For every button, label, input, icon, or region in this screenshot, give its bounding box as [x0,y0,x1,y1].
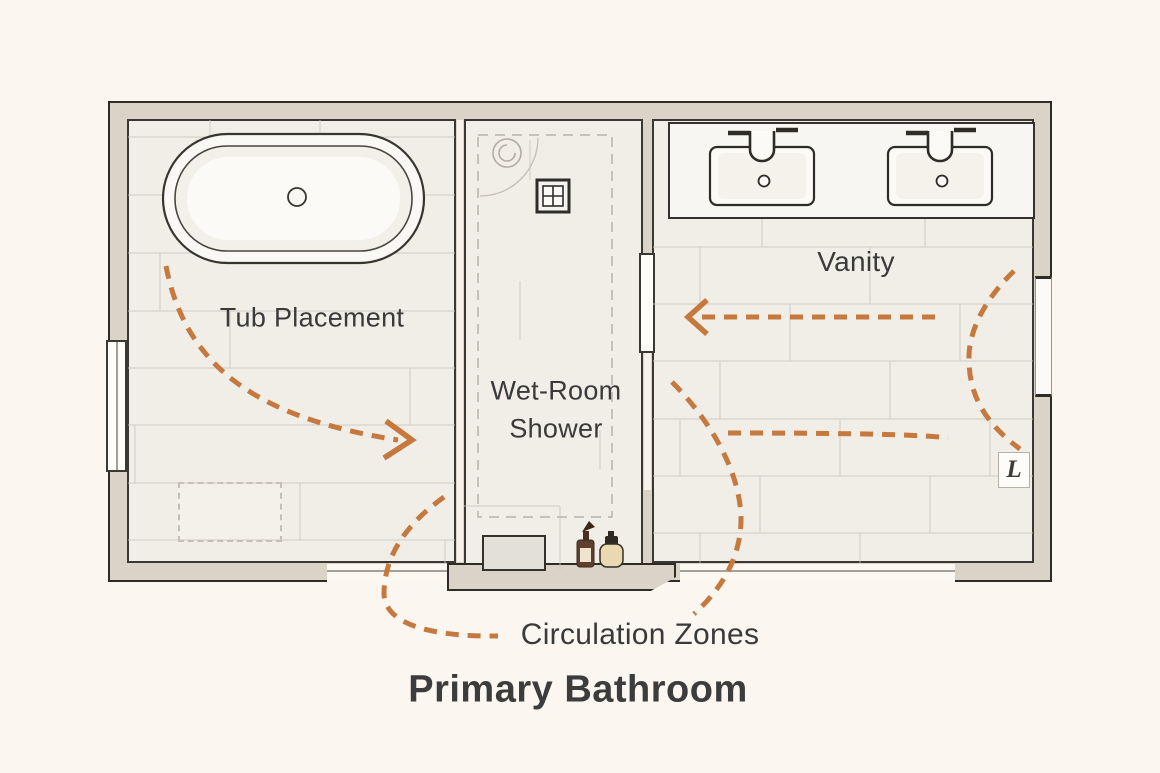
window-right-wall [1035,276,1052,397]
tub-room [127,119,456,563]
page-title: Primary Bathroom [408,668,748,711]
vanity-counter [668,122,1035,219]
door-opening-tub-room [327,564,447,582]
shower-label-line2: Shower [509,414,603,444]
partition-wall-upper [644,120,651,253]
corner-l-marker: L [998,452,1030,488]
circulation-zones-label: Circulation Zones [520,618,760,651]
shower-zone-label: Wet-Room Shower [446,372,666,449]
shower-curb [447,563,676,591]
door-opening-vanity-room [680,564,955,582]
vanity-zone-label: Vanity [817,246,895,277]
tub-zone-label: Tub Placement [219,302,405,333]
window-mullion [115,342,118,470]
threshold-line [327,570,447,572]
partition-wall-lower [644,490,651,570]
shower-door-opening [639,253,655,353]
window-left-wall [106,340,127,472]
shower-room [464,119,643,571]
threshold-line [680,570,955,572]
bath-mat-outline [178,482,282,542]
shower-label-line1: Wet-Room [490,375,622,406]
partition-tub-shower [457,120,463,562]
